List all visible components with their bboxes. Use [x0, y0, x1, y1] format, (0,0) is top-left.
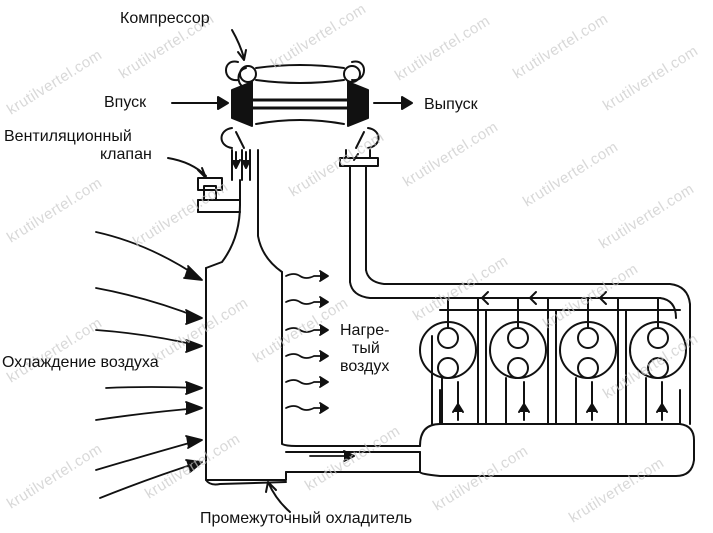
label-intake: Впуск	[104, 94, 147, 111]
intercooler-body	[205, 267, 421, 486]
engine-cylinders	[419, 297, 691, 425]
compressor-pointer	[231, 29, 245, 59]
exhaust-arrow	[373, 96, 413, 110]
heated-air-arrows	[285, 270, 329, 414]
turbine-pipe	[339, 149, 691, 323]
intake-manifold	[309, 423, 695, 477]
label-heated-air-line3: воздух	[340, 358, 390, 375]
label-air-cooling: Охлаждение воздуха	[2, 354, 159, 371]
label-heated-air-line1: Нагре-	[340, 322, 390, 339]
cylinder-4	[629, 297, 687, 425]
label-intercooler: Промежуточный охладитель	[200, 510, 413, 527]
cylinder-1	[419, 297, 477, 425]
exhaust-collector	[439, 291, 661, 305]
compressor-outlet-pipe	[205, 149, 283, 273]
label-vent-valve-line2: клапан	[100, 146, 152, 163]
label-exhaust: Выпуск	[424, 96, 478, 113]
cylinder-2	[489, 297, 547, 425]
label-compressor: Компрессор	[120, 10, 210, 27]
intercooler-pointer	[267, 481, 291, 513]
label-vent-valve-line1: Вентиляционный	[4, 128, 132, 145]
cooling-air-arrows	[95, 231, 203, 499]
intake-arrow	[171, 96, 229, 110]
compressor-unit	[220, 60, 380, 149]
compressor-pointer-head	[237, 49, 247, 61]
vent-valve	[197, 177, 241, 213]
cylinder-3	[559, 297, 617, 425]
label-heated-air-line2: тый	[352, 340, 380, 357]
